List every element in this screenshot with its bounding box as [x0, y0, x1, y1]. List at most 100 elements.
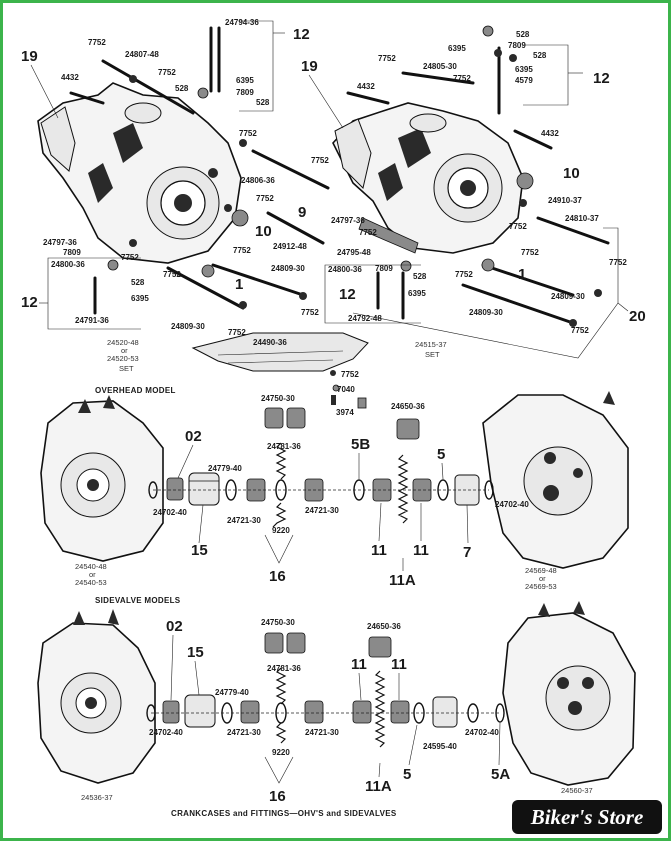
part-7752: 7752 — [341, 370, 359, 379]
part-24805-30: 24805-30 — [423, 62, 457, 71]
part-7752: 7752 — [455, 270, 473, 279]
washer-7752-low — [239, 301, 247, 309]
ref-15: 15 — [187, 644, 204, 661]
ref-12: 12 — [293, 26, 310, 43]
part-24781-36: 24781-36 — [267, 442, 301, 451]
part-4432: 4432 — [541, 129, 559, 138]
ref-11: 11 — [391, 656, 407, 673]
part-24750-30: 24750-30 — [261, 618, 295, 627]
fitting-3974-b — [357, 397, 367, 409]
section-caption-sidevalve: SIDEVALVE MODELS — [95, 596, 181, 605]
nut-528-side — [509, 54, 517, 62]
part-6395: 6395 — [236, 76, 254, 85]
rod-24805 — [401, 71, 475, 85]
nut-528-top — [482, 25, 494, 37]
brand-logo: Biker's Store — [512, 800, 662, 834]
rod-24809-b — [211, 263, 305, 297]
plug-10-right — [516, 172, 534, 190]
part-7752: 7752 — [239, 129, 257, 138]
rod-24806 — [251, 149, 330, 190]
part-3974: 3974 — [336, 408, 354, 417]
ref-16: 16 — [269, 568, 286, 585]
part-7752: 7752 — [121, 253, 139, 262]
plug-1 — [201, 264, 215, 278]
washer-7752-far-low — [569, 319, 577, 327]
ref-11A: 11A — [365, 778, 392, 795]
case-part-number: 24569-48 — [525, 566, 557, 575]
fitting-3974 — [331, 395, 336, 405]
exploded-parts-diagram: 19 4432 7752 24807-48 7752 24794-36 12 6… — [21, 18, 646, 818]
case-or: or — [89, 570, 96, 579]
part-24910-37: 24910-37 — [548, 196, 582, 205]
footer-caption: CRANKCASES and FITTINGS—OHV'S and SIDEVA… — [171, 809, 397, 818]
part-24650-36: 24650-36 — [391, 402, 425, 411]
ref-15: 15 — [191, 542, 208, 559]
case-or: or — [539, 574, 546, 583]
part-7752: 7752 — [311, 156, 329, 165]
part-24702-40: 24702-40 — [465, 728, 499, 737]
part-24781-36: 24781-36 — [267, 664, 301, 673]
part-7752: 7752 — [233, 246, 251, 255]
ref-5A: 5A — [491, 766, 510, 783]
part-24791-36: 24791-36 — [75, 316, 109, 325]
bolt-4432-right — [513, 129, 553, 150]
part-6395: 6395 — [448, 44, 466, 53]
set-number: 24520-48 — [107, 338, 139, 347]
nut-24910 — [519, 199, 527, 207]
part-24794-36: 24794-36 — [225, 18, 259, 27]
part-7752: 7752 — [256, 194, 274, 203]
part-528: 528 — [256, 98, 270, 107]
part-24702-40: 24702-40 — [495, 500, 529, 509]
sidevalve-left-case — [37, 609, 156, 784]
ref-02: 02 — [166, 618, 183, 635]
ref-10: 10 — [563, 165, 580, 182]
part-24779-40: 24779-40 — [215, 688, 249, 697]
part-24809-30: 24809-30 — [469, 308, 503, 317]
sidevalve-right-case — [502, 601, 636, 786]
part-7809: 7809 — [63, 248, 81, 257]
part-24792-48: 24792-48 — [348, 314, 382, 323]
part-4432: 4432 — [357, 82, 375, 91]
ref-19: 19 — [301, 58, 318, 75]
ref-5: 5 — [437, 446, 445, 463]
set-label: SET — [119, 364, 134, 373]
ref-11: 11 — [351, 656, 367, 673]
ref-11A: 11A — [389, 572, 416, 589]
nut-7752 — [129, 75, 137, 83]
section-caption-overhead: OVERHEAD MODEL — [95, 386, 176, 395]
part-7809: 7809 — [375, 264, 393, 273]
part-528: 528 — [516, 30, 530, 39]
nut-528-lower — [107, 259, 119, 271]
part-24800-36: 24800-36 — [51, 260, 85, 269]
part-9220: 9220 — [272, 748, 290, 757]
part-7752: 7752 — [509, 222, 527, 231]
rod-24809-r-b — [461, 283, 575, 325]
nut-528-right-low — [400, 260, 412, 272]
washer-7752 — [239, 139, 247, 147]
ref-5: 5 — [403, 766, 411, 783]
skid-plate — [191, 332, 369, 372]
part-24721-30: 24721-30 — [305, 728, 339, 737]
part-7752: 7752 — [301, 308, 319, 317]
part-24806-36: 24806-36 — [241, 176, 275, 185]
part-24750-30: 24750-30 — [261, 394, 295, 403]
part-24490-36: 24490-36 — [253, 338, 287, 347]
bolt-4432-top — [346, 91, 390, 105]
part-7752: 7752 — [453, 74, 471, 83]
part-24809-30: 24809-30 — [551, 292, 585, 301]
part-7752: 7752 — [163, 270, 181, 279]
part-24702-40: 24702-40 — [153, 508, 187, 517]
ref-10: 10 — [255, 223, 272, 240]
part-7752: 7752 — [359, 228, 377, 237]
part-528: 528 — [131, 278, 145, 287]
part-7752: 7752 — [521, 248, 539, 257]
rod-24809-r-a — [481, 263, 575, 297]
rod-24809-a — [166, 266, 245, 310]
set-number: 24515-37 — [415, 340, 447, 349]
ref-02: 02 — [185, 428, 202, 445]
part-7752: 7752 — [228, 328, 246, 337]
ref-19: 19 — [21, 48, 38, 65]
case-part-number-alt: 24540-53 — [75, 578, 107, 587]
part-7040: 7040 — [337, 385, 355, 394]
